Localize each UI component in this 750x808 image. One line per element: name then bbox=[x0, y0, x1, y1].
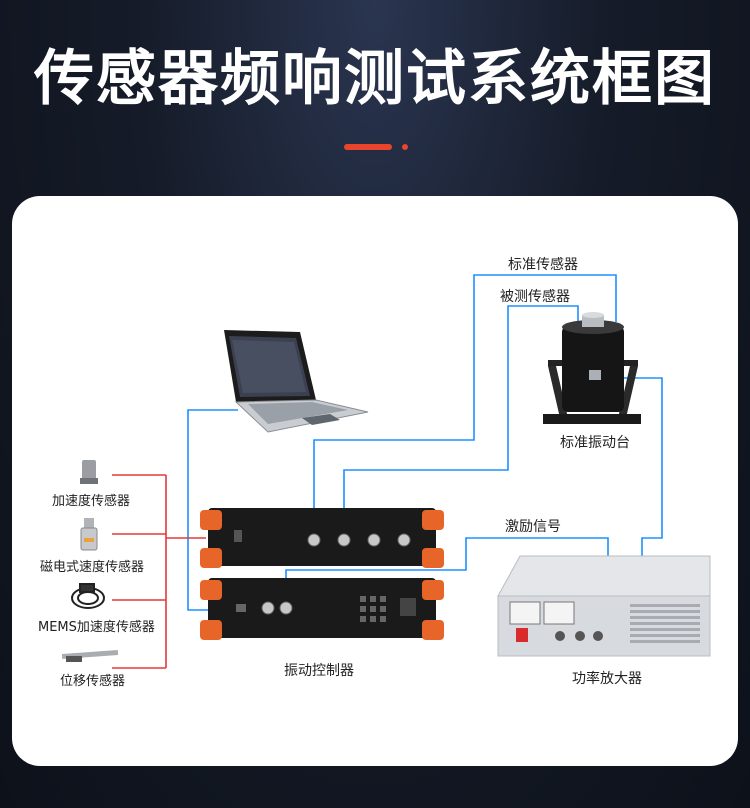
page-title: 传感器频响测试系统框图 bbox=[34, 44, 716, 114]
standard-sensor-line bbox=[313, 274, 617, 520]
accelerometer-icon bbox=[80, 460, 98, 484]
diagram-panel bbox=[12, 196, 738, 766]
mems-sensor-icon bbox=[71, 583, 105, 609]
sensor-label-velocity: 磁电式速度传感器 bbox=[40, 560, 145, 575]
displacement-sensor-icon bbox=[61, 650, 119, 662]
shaker-icon bbox=[543, 312, 641, 424]
sensor-label-displacement: 位移传感器 bbox=[60, 674, 126, 689]
velocity-sensor-icon bbox=[80, 518, 98, 551]
excitation-signal-label: 激励信号 bbox=[505, 519, 561, 535]
controller-top-unit bbox=[200, 508, 444, 568]
excitation-line bbox=[285, 537, 609, 600]
controller-bottom-unit bbox=[200, 578, 444, 640]
sensor-label-accelerometer: 加速度传感器 bbox=[52, 494, 131, 509]
tested-sensor-line bbox=[343, 305, 579, 520]
controller-label: 振动控制器 bbox=[284, 663, 354, 679]
laptop-icon bbox=[224, 330, 369, 433]
shaker-label: 标准振动台 bbox=[560, 435, 630, 451]
amplifier-shaker-line bbox=[598, 377, 663, 556]
amplifier-label: 功率放大器 bbox=[572, 671, 642, 687]
amplifier-icon bbox=[497, 555, 711, 657]
tested-sensor-label: 被测传感器 bbox=[500, 289, 570, 305]
sensor-bus bbox=[112, 474, 206, 669]
sensor-label-mems: MEMS加速度传感器 bbox=[38, 620, 155, 635]
standard-sensor-label: 标准传感器 bbox=[508, 257, 578, 273]
signal-lines bbox=[187, 274, 663, 611]
